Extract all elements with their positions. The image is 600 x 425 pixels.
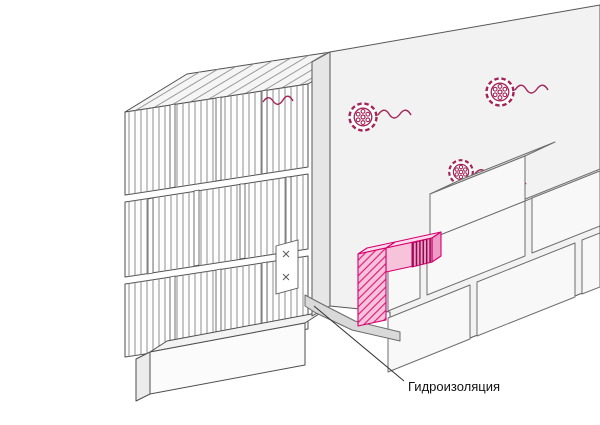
insulation-anchor-icon [348, 102, 378, 132]
beam-end-face [135, 351, 151, 402]
brick [581, 232, 600, 295]
tie-wire-squiggle [262, 95, 294, 105]
block-head-joint [261, 89, 268, 175]
waterproofing-membrane [304, 294, 401, 342]
block-head-joint [239, 183, 246, 260]
panel-edge-face [311, 51, 331, 317]
waterproofing-label: Гидроизоляция [408, 379, 500, 394]
brick [476, 242, 576, 337]
block-head-joint [169, 103, 176, 189]
fixing-plate [275, 239, 299, 295]
insulation-anchors [262, 77, 549, 188]
block-head-joint [193, 189, 200, 267]
block-head-joint [285, 176, 292, 253]
block-head-joint [215, 96, 222, 182]
loose-brick-front-face [429, 155, 526, 240]
bracket-end-face [431, 231, 442, 263]
screw-x-icon [282, 250, 290, 258]
brick [531, 170, 600, 254]
leader-line [313, 305, 405, 382]
concrete-beam [135, 311, 323, 402]
insulation-anchor-icon [485, 77, 515, 107]
block-head-joint [169, 275, 176, 351]
loose-brick [429, 141, 556, 240]
screw-x-icon [282, 273, 290, 281]
tie-wire-squiggle [377, 109, 412, 119]
block-head-joint [147, 197, 154, 275]
support-bracket [357, 231, 442, 327]
brick [387, 284, 471, 373]
block-wall [124, 45, 371, 358]
tie-wire-squiggle [514, 84, 549, 94]
